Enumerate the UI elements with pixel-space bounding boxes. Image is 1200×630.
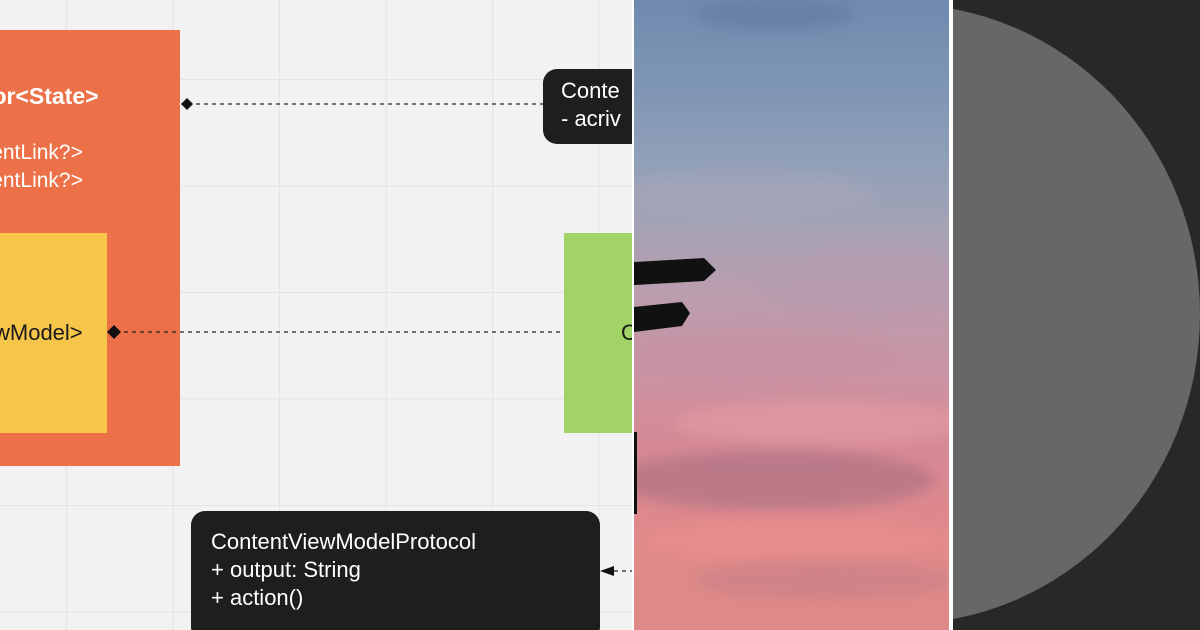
cloud (694, 0, 854, 30)
sign-post (634, 432, 637, 514)
connector-lines (107, 98, 632, 576)
note-line: - acriv (561, 106, 621, 131)
cloud (634, 170, 874, 220)
diamond-icon (181, 98, 193, 110)
sunset-photo (634, 0, 949, 630)
note-line: Conte (561, 78, 620, 103)
arrowhead-icon (600, 566, 614, 576)
diagram-canvas: ator<State> ontentLink?> ontentLink?> wM… (0, 0, 632, 630)
sign-arrow (634, 258, 716, 285)
circle-shape (953, 4, 1200, 624)
panel-divider (632, 0, 634, 630)
note-line: + output: String (211, 557, 361, 582)
cloud (634, 330, 904, 380)
dark-panel (953, 0, 1200, 630)
note-line: ContentViewModelProtocol (211, 529, 476, 554)
cloud (644, 520, 944, 560)
cloud (694, 560, 949, 600)
signpost-silhouette (634, 258, 716, 514)
cloud (674, 400, 949, 445)
protocol-note[interactable]: ContentViewModelProtocol + output: Strin… (191, 511, 600, 630)
panel-divider (949, 0, 953, 630)
sign-arrow (634, 302, 690, 332)
view-label: wModel> (0, 320, 83, 345)
diamond-icon (107, 325, 121, 339)
coordinator-property: ontentLink?> (0, 141, 83, 164)
coordinator-title: ator<State> (0, 83, 99, 109)
coordinator-property: ontentLink?> (0, 169, 83, 192)
view-box[interactable] (0, 233, 107, 433)
cloud (754, 250, 949, 310)
note-top[interactable]: Conte - acriv (543, 69, 632, 144)
view-model-label: C (621, 320, 632, 345)
cloud (634, 450, 934, 510)
view-model-box[interactable] (564, 233, 632, 433)
note-line: + action() (211, 585, 304, 610)
